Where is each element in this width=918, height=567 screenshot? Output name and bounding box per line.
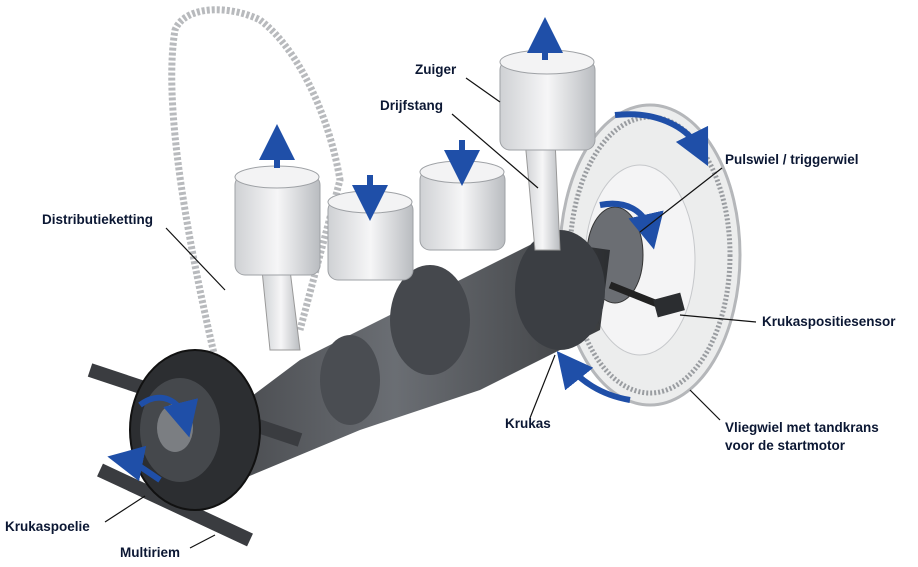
label-trigger-wheel: Pulswiel / triggerwiel: [725, 152, 859, 167]
label-piston: Zuiger: [415, 62, 457, 77]
crank-position-sensor: [608, 281, 662, 309]
label-crank-pulley: Krukaspoelie: [5, 519, 90, 534]
label-crank-sensor: Krukaspositiesensor: [762, 314, 896, 329]
leader-lines: [104, 77, 757, 549]
rotation-arrow-icon: [107, 445, 162, 483]
label-serpentine-belt: Multiriem: [120, 545, 181, 560]
label-timing-chain: Distributieketting: [42, 212, 154, 227]
pistons: [234, 49, 596, 281]
label-flywheel: Vliegwiel met tandkrans voor de startmot…: [725, 419, 879, 455]
label-connecting-rod: Drijfstang: [380, 98, 444, 113]
motion-arrows: [107, 17, 709, 483]
rotation-arrow-icon: [556, 350, 631, 403]
label-crankshaft: Krukas: [505, 416, 551, 431]
rotation-arrow-icon: [614, 111, 709, 167]
crankshaft: [180, 240, 610, 480]
label-flywheel-line2: voor de startmotor: [725, 438, 846, 453]
rotation-arrow-icon: [138, 394, 199, 438]
timing-chain: [168, 6, 344, 421]
label-flywheel-line1: Vliegwiel met tandkrans: [725, 420, 879, 435]
connecting-rod: [524, 139, 561, 251]
